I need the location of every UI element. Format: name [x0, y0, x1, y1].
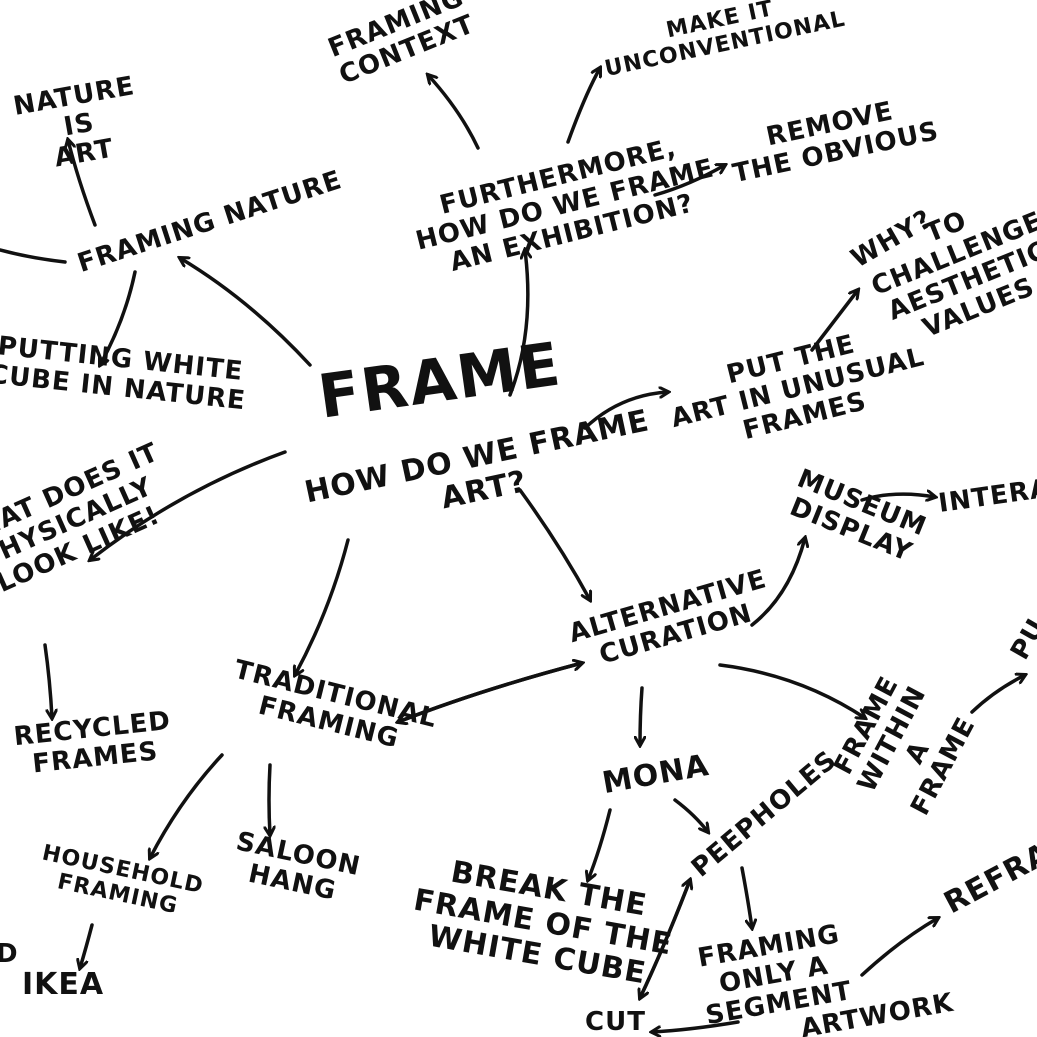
arrow-to-interactive [860, 494, 935, 500]
arrow-to-museum-display [750, 538, 805, 627]
arrow-nature-left [0, 248, 67, 264]
arrow-to-look-like [90, 450, 287, 560]
ikea-label: IKEA [22, 967, 105, 1002]
cut-label: CUT [585, 1007, 646, 1037]
arrow-to-framing-nature [180, 258, 312, 367]
arrow-to-reframe [860, 918, 938, 977]
arrow-to-mona [640, 686, 642, 745]
arrow-to-framing-segment [740, 866, 752, 928]
arrow-to-frame-within [718, 663, 865, 718]
arrow-to-pu [970, 675, 1025, 714]
arrow-to-framing-context [428, 75, 480, 150]
arrow-to-recycled-frames [43, 643, 52, 718]
partial-d-label: D [0, 939, 19, 969]
arrow-traditional-curation [396, 663, 582, 724]
arrow-to-why [810, 290, 858, 352]
arrow-to-household-framing [150, 753, 224, 858]
arrow-to-remove-obvious [653, 165, 725, 197]
arrow-segment-to-cut [652, 1020, 740, 1032]
arrow-to-saloon-hang [269, 763, 270, 835]
arrow-to-break-frame [588, 808, 612, 880]
arrow-to-peepholes [673, 798, 708, 832]
arrow-to-unusual-frames [583, 392, 668, 430]
arrow-cut-peepholes [638, 880, 690, 1000]
arrow-to-ikea [80, 923, 94, 968]
arrow-to-exhibition [508, 250, 528, 397]
arrow-to-alternative-curation [518, 488, 590, 600]
arrow-to-traditional-framing [295, 538, 350, 675]
arrow-to-white-cube-nature [100, 270, 137, 365]
arrow-to-make-unconventional [566, 68, 600, 144]
arrow-to-nature-is-art [68, 140, 97, 227]
